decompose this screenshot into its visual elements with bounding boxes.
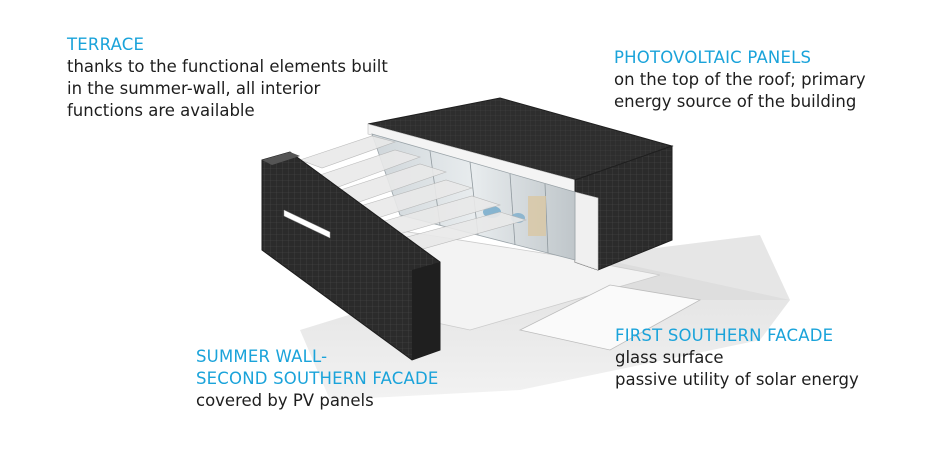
summer-wall-label: SUMMER WALL- SECOND SOUTHERN FACADE cove…	[196, 346, 439, 412]
photovoltaic-desc-line-1: on the top of the roof; primary	[614, 70, 866, 89]
terrace-desc-line-2: in the summer-wall, all interior	[67, 79, 321, 98]
summer-wall-title-line-1: SUMMER WALL-	[196, 347, 328, 366]
terrace-title: TERRACE	[67, 35, 145, 54]
first-southern-facade-desc-line-1: glass surface	[615, 348, 724, 367]
first-southern-facade-desc-line-2: passive utility of solar energy	[615, 370, 859, 389]
photovoltaic-label: PHOTOVOLTAIC PANELS on the top of the ro…	[614, 47, 866, 113]
summer-wall-title-line-2: SECOND SOUTHERN FACADE	[196, 369, 439, 388]
entrance-ramp	[518, 284, 702, 351]
terrace-desc-line-3: functions are available	[67, 101, 255, 120]
summer-wall-desc-line-1: covered by PV panels	[196, 391, 374, 410]
summer-wall-slot	[283, 209, 331, 239]
first-southern-facade-title: FIRST SOUTHERN FACADE	[615, 326, 834, 345]
ground-shadow-right	[600, 235, 790, 300]
interior-wood	[528, 196, 546, 236]
summer-wall-side	[412, 262, 440, 360]
first-southern-facade-label: FIRST SOUTHERN FACADE glass surface pass…	[615, 325, 859, 391]
facade-frame	[574, 191, 599, 271]
terrace-label: TERRACE thanks to the functional element…	[67, 34, 388, 122]
terrace-desc-line-1: thanks to the functional elements built	[67, 57, 388, 76]
photovoltaic-title: PHOTOVOLTAIC PANELS	[614, 48, 812, 67]
summer-wall-top	[262, 152, 300, 165]
photovoltaic-desc-line-2: energy source of the building	[614, 92, 857, 111]
